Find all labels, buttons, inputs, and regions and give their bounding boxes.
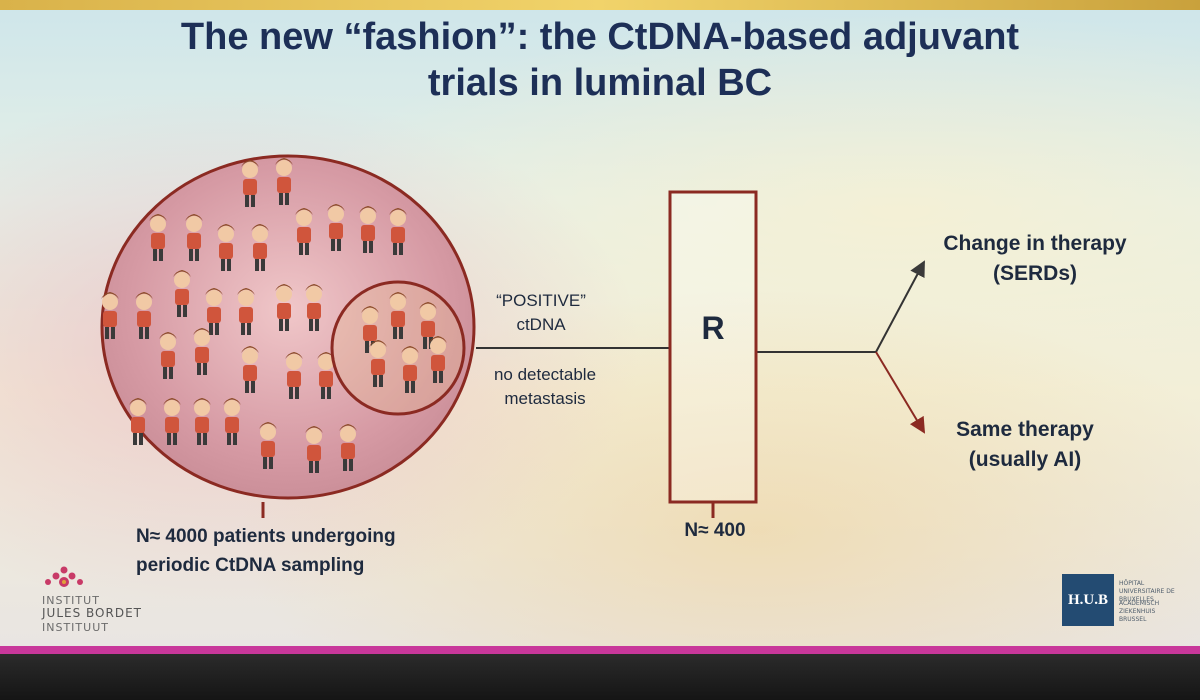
randomization-box [668, 190, 758, 504]
people-crowd-icon [100, 154, 476, 500]
ijb-logo-line-3: INSTITUUT [42, 621, 109, 634]
arrow-change-therapy [875, 260, 925, 353]
arm-change-therapy-detail: (SERDs) [992, 262, 1077, 285]
accent-band [0, 646, 1200, 654]
randomized-count: N≈ 400 [684, 520, 746, 541]
ijb-logo-line-1: INSTITUT [42, 594, 100, 607]
subgroup-people-icon [330, 280, 466, 416]
metastasis-label: metastasis [504, 389, 586, 408]
arm-change-therapy-title: Change in therapy [943, 232, 1127, 255]
arm-same-therapy-title: Same therapy [956, 418, 1094, 441]
ijb-logo-line-2: JULES BORDET [42, 606, 142, 620]
randomization-label: R [701, 310, 725, 346]
positive-label: “POSITIVE” [496, 291, 586, 310]
bottom-band [0, 654, 1200, 700]
ijb-logo-icon [45, 566, 83, 587]
slide-title: The new “fashion”: the CtDNA-based adjuv… [60, 14, 1140, 106]
hub-logo-icon: H.U.B [1062, 574, 1114, 626]
arm-same-therapy-detail: (usually AI) [968, 448, 1082, 471]
cohort-count: N≈ 4000 patients undergoing [136, 526, 396, 547]
patient-cohort [98, 152, 478, 502]
no-detectable-label: no detectable [493, 365, 597, 384]
cohort-description: periodic CtDNA sampling [136, 555, 365, 576]
title-line-1: The new “fashion”: the CtDNA-based adjuv… [180, 16, 1020, 58]
top-band [0, 0, 1200, 10]
arrow-same-therapy [875, 351, 926, 434]
hub-logo-line-1: HÔPITAL UNIVERSITAIRE DE BRUXELLES [1119, 580, 1175, 603]
hub-logo-line-2: ACADEMISCH ZIEKENHUIS BRUSSEL [1119, 600, 1160, 623]
title-line-2: trials in luminal BC [427, 62, 773, 104]
ctdna-label: ctDNA [516, 315, 566, 334]
